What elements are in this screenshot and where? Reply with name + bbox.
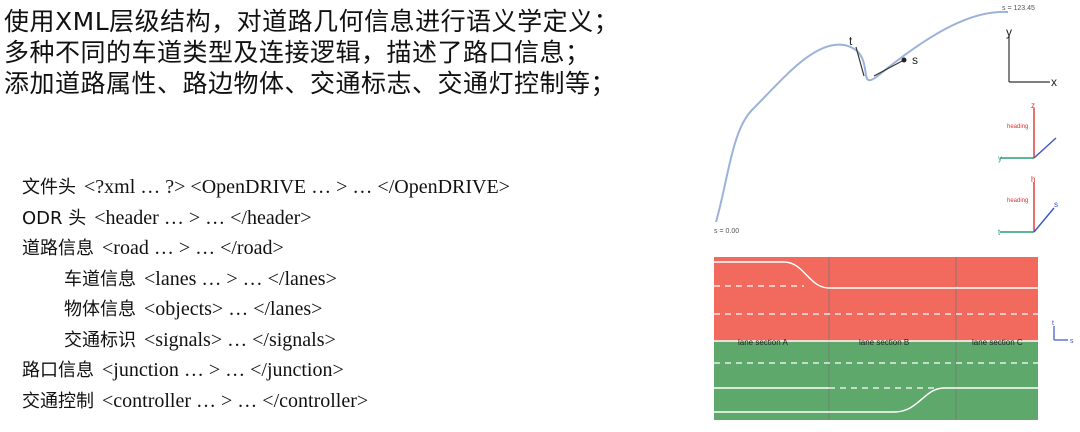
x-axis-2 xyxy=(1033,137,1057,159)
structure-line-controller: 交通控制 <controller … > … </controller> xyxy=(22,386,510,417)
y-axis-2-label: y xyxy=(998,154,1002,163)
structure-label: 物体信息 xyxy=(64,299,136,320)
t-axis-label: t xyxy=(998,228,1001,237)
reference-line xyxy=(715,10,1009,223)
legend-s-label: s xyxy=(1070,338,1074,345)
structure-line-objects: 物体信息 <objects> … </lanes> xyxy=(22,294,510,325)
structure-label: 路口信息 xyxy=(22,360,94,381)
structure-code: <signals> … </signals> xyxy=(144,328,336,351)
s-axis xyxy=(1033,207,1055,233)
structure-code: <controller … > … </controller> xyxy=(102,389,369,412)
structure-code: <objects> … </lanes> xyxy=(144,298,323,320)
structure-label: 道路信息 xyxy=(22,238,94,259)
bottom-lanes xyxy=(714,341,1038,420)
structure-line-signals: 交通标识 <signals> … </signals> xyxy=(22,325,510,356)
structure-label: ODR 头 xyxy=(22,207,87,229)
structure-label: 交通控制 xyxy=(22,390,94,412)
lane-section-b-label: lane section B xyxy=(859,338,909,347)
top-lane-boundary xyxy=(714,261,1038,289)
z-axis-label: z xyxy=(1031,101,1035,110)
t-label: t xyxy=(849,34,853,48)
structure-line-odr-header: ODR 头 <header … > … </header> xyxy=(22,203,510,234)
s-point xyxy=(901,57,907,63)
s-end-label: s = 123.45 xyxy=(1002,5,1035,12)
structure-label: 文件头 xyxy=(22,177,76,198)
lane-section-c-label: lane section C xyxy=(972,338,1023,347)
x-axis-label: x xyxy=(1051,75,1057,89)
s-label: s xyxy=(912,53,918,67)
top-lanes xyxy=(714,257,1038,341)
t-vector xyxy=(855,46,865,77)
structure-line-file-header: 文件头 <?xml … ?> <OpenDRIVE … > … </OpenDRI… xyxy=(22,172,510,203)
intro-line-2: 多种不同的车道类型及连接逻辑，描述了路口信息； xyxy=(4,38,591,67)
structure-line-lanes: 车道信息 <lanes … > … </lanes> xyxy=(22,264,510,295)
structure-list: 文件头 <?xml … ?> <OpenDRIVE … > … </OpenDRI… xyxy=(22,172,510,416)
y-axis-label: y xyxy=(1006,25,1012,39)
s-start-label: s = 0.00 xyxy=(714,228,739,235)
intro-line-3: 添加道路属性、路边物体、交通标志、交通灯控制等； xyxy=(4,69,617,98)
figure-svg: s = 0.00 s = 123.45 t s y x z heading y … xyxy=(714,5,1074,420)
structure-code: <?xml … ?> <OpenDRIVE … > … </OpenDRIVE> xyxy=(84,176,510,198)
structure-label: 车道信息 xyxy=(64,268,136,290)
structure-code: <road … > … </road> xyxy=(102,237,284,259)
intro-line-1: 使用XML层级结构，对道路几何信息进行语义学定义； xyxy=(4,7,620,36)
s-axis-label: s xyxy=(1054,200,1058,209)
structure-code: <header … > … </header> xyxy=(94,206,312,229)
structure-line-junction: 路口信息 <junction … > … </junction> xyxy=(22,355,510,386)
structure-code: <junction … > … </junction> xyxy=(102,359,344,381)
structure-line-road: 道路信息 <road … > … </road> xyxy=(22,233,510,264)
h-axis-label: h xyxy=(1031,175,1035,184)
s-vector xyxy=(873,59,905,77)
heading-label-2: heading xyxy=(1007,198,1028,204)
intro-text: 使用XML层级结构，对道路几何信息进行语义学定义； 多种不同的车道类型及连接逻辑… xyxy=(4,6,619,99)
lane-section-a-label: lane section A xyxy=(738,338,788,347)
bottom-lane-boundary xyxy=(714,387,1038,413)
legend-t-label: t xyxy=(1052,320,1054,327)
structure-label: 交通标识 xyxy=(64,329,136,351)
heading-label-1: heading xyxy=(1007,124,1028,130)
structure-code: <lanes … > … </lanes> xyxy=(144,267,337,290)
opendrive-figure: s = 0.00 s = 123.45 t s y x z heading y … xyxy=(704,0,1080,428)
